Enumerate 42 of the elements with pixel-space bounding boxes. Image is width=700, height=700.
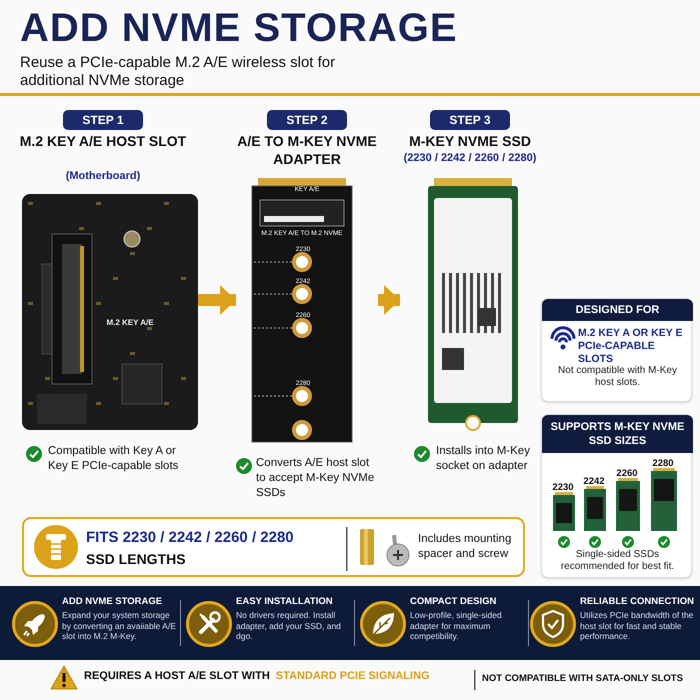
step-note: Converts A/E host slot to accept M-Key NVMe SSDs [256,456,376,501]
info-card [541,414,692,578]
card-note: Single-sided SSDs recommended for best fit. [560,549,676,573]
info-panel [22,517,525,577]
warning-note: NOT COMPATIBLE WITH SATA-ONLY SLOTS [482,673,683,684]
size-label: 2280 [651,458,675,469]
warning-text: REQUIRES A HOST A/E SLOT WITH [84,670,270,682]
panel-note: Includes mounting spacer and screw [418,532,512,562]
title: ADD NVME STORAGE [20,6,458,51]
feature-heading: ADD NVME STORAGE [62,596,164,607]
feature-text: Low-profile, single-sided adapter for maximum competibility. [410,610,503,642]
step-subtitle: (2230 / 2242 / 2260 / 2280) [402,152,538,164]
arrow [378,285,400,315]
step-note: Compatible with Key A or Key E PCIe-capable slots [48,444,180,474]
info-card [541,298,692,402]
step-title: A/E TO M-KEY NVME ADAPTER [236,132,378,168]
step-title: M.2 KEY A/E HOST SLOT [18,132,188,150]
warning-text: STANDARD PCIE SIGNALING [276,670,430,682]
step-title: M-KEY NVME SSD [408,132,532,150]
feature-text: Utilizes PCIe bandwidth of the host slot for fast and stable performance. [580,610,694,642]
step-subtitle: (Motherboard) [64,170,142,182]
subtitle: Reuse a PCIe-capable M.2 A/E wireless slot for additional NVMe storage [20,54,336,90]
step-badge: STEP 2 [267,110,347,130]
feature-text: Expand your system storage by converting an avaiiable A/E slot into M.2 M-Key. [62,610,176,642]
size-label: 2242 [582,476,606,487]
card-heading: DESIGNED FOR [542,299,693,321]
card-highlight: M.2 KEY A OR KEY E PCIe-CAPABLE SLOTS [578,327,684,366]
card-note: Not compatible with M-Key host slots. [557,365,678,389]
arrow [198,285,236,315]
step-note: Installs into M-Key socket on adapter [436,444,531,474]
size-label: 2260 [615,468,639,479]
feature-heading: COMPACT DESIGN [410,596,498,607]
card-heading: SUPPORTS M-KEY NVME SSD SIZES [542,415,693,453]
size-label: 2230 [551,482,575,493]
feature-heading: RELIABLE CONNECTION [580,596,694,607]
feature-text: No drivers required. Install adapter, add your SSD, and dgo. [236,610,342,642]
panel-subheading: SSD LENGTHS [86,551,187,567]
panel-heading: FITS 2230 / 2242 / 2260 / 2280 [86,529,295,546]
step-badge: STEP 3 [430,110,510,130]
step-badge: STEP 1 [63,110,143,130]
feature-heading: EASY INSTALLATION [236,596,334,607]
slot-label: M.2 KEY A/E [105,318,155,327]
